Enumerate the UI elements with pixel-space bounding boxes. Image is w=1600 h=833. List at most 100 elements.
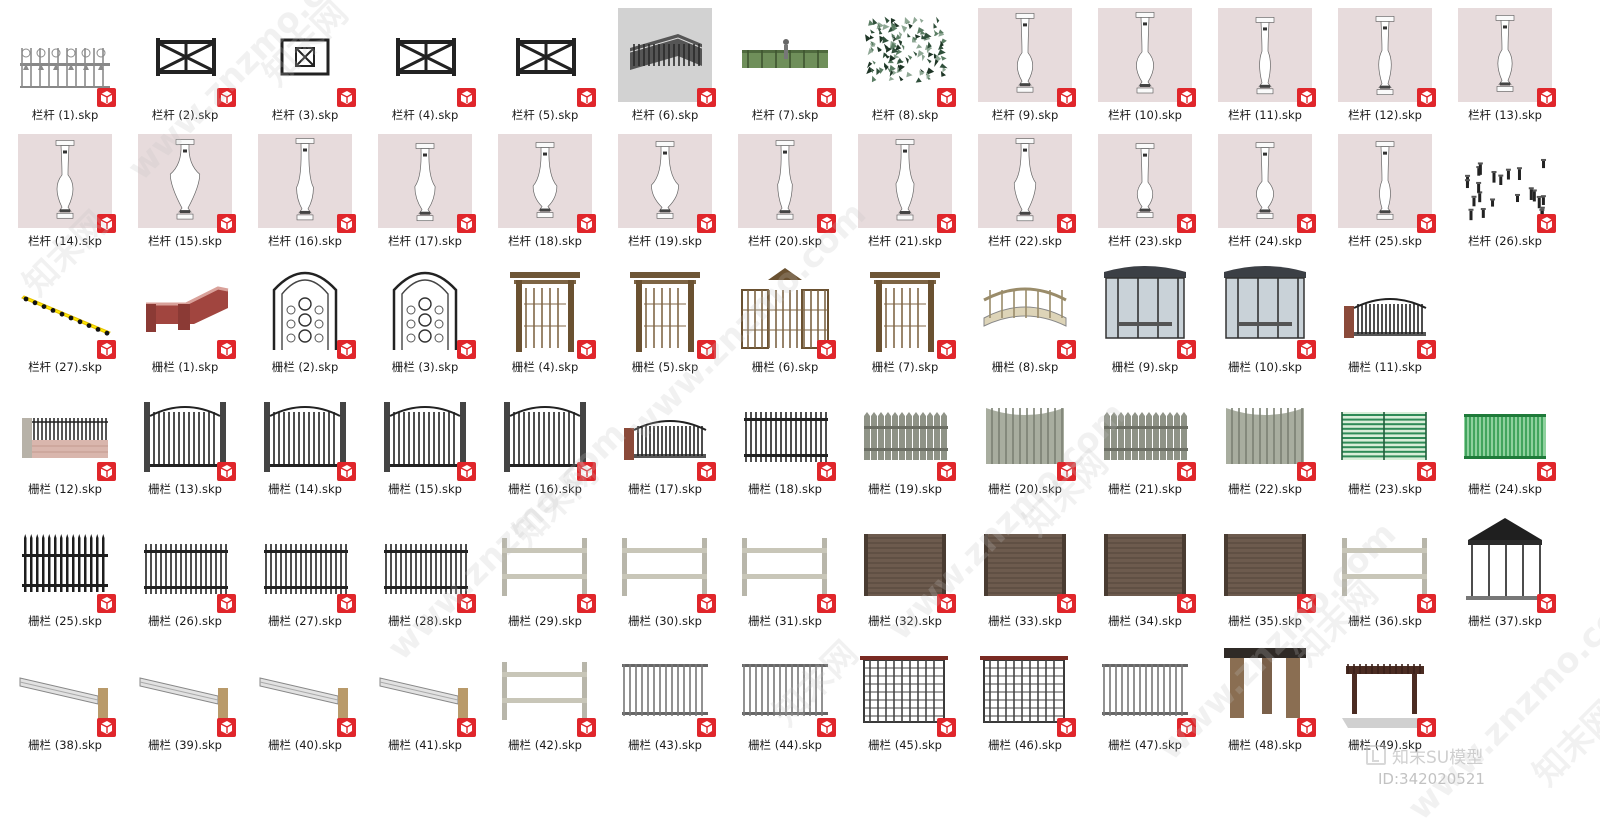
- file-name: 栅栏 (44).skp: [748, 738, 822, 752]
- file-item[interactable]: 栅栏 (11).skp: [1320, 260, 1440, 380]
- thumbnail: [258, 638, 352, 732]
- file-item[interactable]: 栏杆 (21).skp: [840, 134, 960, 254]
- file-item[interactable]: 栅栏 (31).skp: [720, 514, 840, 634]
- file-item[interactable]: 栅栏 (8).skp: [960, 260, 1080, 380]
- file-item[interactable]: 栅栏 (26).skp: [120, 514, 240, 634]
- file-item[interactable]: 栅栏 (44).skp: [720, 638, 840, 758]
- file-item[interactable]: 栏杆 (22).skp: [960, 134, 1080, 254]
- file-item[interactable]: 栅栏 (20).skp: [960, 382, 1080, 502]
- file-item[interactable]: 栅栏 (19).skp: [840, 382, 960, 502]
- file-item[interactable]: 栅栏 (22).skp: [1200, 382, 1320, 502]
- file-item[interactable]: 栅栏 (39).skp: [120, 638, 240, 758]
- model-id: ID:342020521: [1378, 770, 1485, 788]
- file-item[interactable]: 栅栏 (4).skp: [480, 260, 600, 380]
- file-item[interactable]: 栏杆 (17).skp: [360, 134, 480, 254]
- file-item[interactable]: 栅栏 (47).skp: [1080, 638, 1200, 758]
- thumbnail: [1098, 514, 1192, 608]
- thumbnail: [498, 134, 592, 228]
- file-item[interactable]: 栅栏 (46).skp: [960, 638, 1080, 758]
- file-item[interactable]: 栏杆 (13).skp: [1440, 8, 1560, 128]
- file-item[interactable]: 栏杆 (10).skp: [1080, 8, 1200, 128]
- file-item[interactable]: 栅栏 (21).skp: [1080, 382, 1200, 502]
- sketchup-file-icon: [97, 214, 116, 233]
- thumbnail: [1098, 260, 1192, 354]
- pergola-icon: [1342, 664, 1428, 728]
- file-item[interactable]: 栏杆 (8).skp: [840, 8, 960, 128]
- file-item[interactable]: 栅栏 (48).skp: [1200, 638, 1320, 758]
- file-item[interactable]: 栅栏 (16).skp: [480, 382, 600, 502]
- file-item[interactable]: 栅栏 (33).skp: [960, 514, 1080, 634]
- file-item[interactable]: 栅栏 (36).skp: [1320, 514, 1440, 634]
- file-item[interactable]: 栅栏 (1).skp: [120, 260, 240, 380]
- rail-fence-icon: [1342, 538, 1427, 596]
- file-item[interactable]: 栅栏 (9).skp: [1080, 260, 1200, 380]
- file-item[interactable]: 栅栏 (18).skp: [720, 382, 840, 502]
- file-item[interactable]: 栅栏 (14).skp: [240, 382, 360, 502]
- file-item[interactable]: 栏杆 (15).skp: [120, 134, 240, 254]
- file-item[interactable]: 栏杆 (19).skp: [600, 134, 720, 254]
- file-item[interactable]: 栏杆 (14).skp: [0, 134, 120, 254]
- file-item[interactable]: 栏杆 (7).skp: [720, 8, 840, 128]
- file-item[interactable]: 栅栏 (10).skp: [1200, 260, 1320, 380]
- ornamental-railing-icon: [20, 48, 110, 88]
- file-item[interactable]: 栏杆 (20).skp: [720, 134, 840, 254]
- sketchup-file-icon: [1177, 718, 1196, 737]
- file-item[interactable]: 栅栏 (6).skp: [720, 260, 840, 380]
- file-item[interactable]: 栏杆 (11).skp: [1200, 8, 1320, 128]
- sketchup-file-icon: [217, 462, 236, 481]
- file-item[interactable]: 栅栏 (40).skp: [240, 638, 360, 758]
- file-item[interactable]: 栏杆 (4).skp: [360, 8, 480, 128]
- file-item[interactable]: 栏杆 (24).skp: [1200, 134, 1320, 254]
- file-item[interactable]: 栏杆 (1).skp: [0, 8, 120, 128]
- file-item[interactable]: 栅栏 (24).skp: [1440, 382, 1560, 502]
- file-item[interactable]: 栅栏 (43).skp: [600, 638, 720, 758]
- file-item[interactable]: 栅栏 (37).skp: [1440, 514, 1560, 634]
- file-item[interactable]: 栅栏 (15).skp: [360, 382, 480, 502]
- file-item[interactable]: 栅栏 (5).skp: [600, 260, 720, 380]
- file-item[interactable]: 栅栏 (49).skp: [1320, 638, 1440, 758]
- file-name: 栅栏 (43).skp: [628, 738, 702, 752]
- file-item[interactable]: 栅栏 (2).skp: [240, 260, 360, 380]
- file-item[interactable]: 栅栏 (23).skp: [1320, 382, 1440, 502]
- file-item[interactable]: 栅栏 (30).skp: [600, 514, 720, 634]
- file-item[interactable]: 栏杆 (2).skp: [120, 8, 240, 128]
- file-item[interactable]: 栏杆 (5).skp: [480, 8, 600, 128]
- file-item[interactable]: 栏杆 (25).skp: [1320, 134, 1440, 254]
- file-item[interactable]: 栅栏 (27).skp: [240, 514, 360, 634]
- file-item[interactable]: 栏杆 (23).skp: [1080, 134, 1200, 254]
- file-item[interactable]: 栏杆 (18).skp: [480, 134, 600, 254]
- sketchup-file-icon: [217, 88, 236, 107]
- file-item[interactable]: 栏杆 (27).skp: [0, 260, 120, 380]
- file-item[interactable]: 栏杆 (16).skp: [240, 134, 360, 254]
- thumbnail: [498, 638, 592, 732]
- file-item[interactable]: 栅栏 (17).skp: [600, 382, 720, 502]
- file-item[interactable]: 栅栏 (38).skp: [0, 638, 120, 758]
- file-item[interactable]: 栅栏 (34).skp: [1080, 514, 1200, 634]
- sketchup-file-icon: [1057, 594, 1076, 613]
- sketchup-file-icon: [1297, 462, 1316, 481]
- file-item[interactable]: 栅栏 (3).skp: [360, 260, 480, 380]
- file-item[interactable]: 栅栏 (25).skp: [0, 514, 120, 634]
- thumbnail: [978, 134, 1072, 228]
- file-item[interactable]: 栏杆 (3).skp: [240, 8, 360, 128]
- file-item[interactable]: 栅栏 (41).skp: [360, 638, 480, 758]
- file-item[interactable]: 栅栏 (42).skp: [480, 638, 600, 758]
- file-item[interactable]: 栏杆 (26).skp: [1440, 134, 1560, 254]
- rail-fence-icon: [742, 538, 827, 596]
- file-name: 栅栏 (40).skp: [268, 738, 342, 752]
- file-item[interactable]: 栅栏 (12).skp: [0, 382, 120, 502]
- thumbnail: [858, 8, 952, 102]
- file-item[interactable]: 栅栏 (32).skp: [840, 514, 960, 634]
- thumbnail: [138, 514, 232, 608]
- file-item[interactable]: 栏杆 (6).skp: [600, 8, 720, 128]
- file-item[interactable]: 栏杆 (12).skp: [1320, 8, 1440, 128]
- file-item[interactable]: 栅栏 (35).skp: [1200, 514, 1320, 634]
- file-item[interactable]: 栏杆 (9).skp: [960, 8, 1080, 128]
- file-item[interactable]: 栅栏 (7).skp: [840, 260, 960, 380]
- file-item[interactable]: 栅栏 (45).skp: [840, 638, 960, 758]
- thumbnail: [1338, 514, 1432, 608]
- file-item[interactable]: 栅栏 (29).skp: [480, 514, 600, 634]
- file-item[interactable]: 栅栏 (13).skp: [120, 382, 240, 502]
- file-item[interactable]: 栅栏 (28).skp: [360, 514, 480, 634]
